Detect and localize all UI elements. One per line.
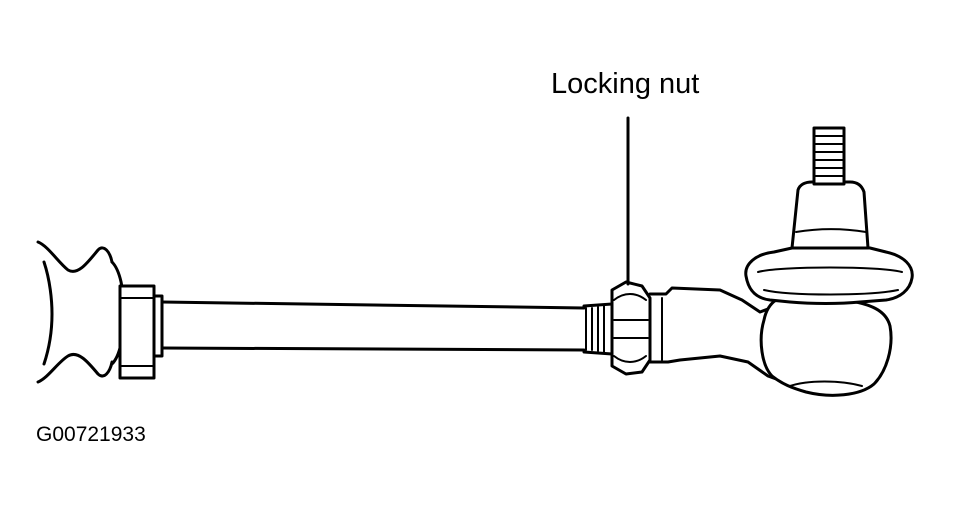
locking-nut-label: Locking nut	[551, 68, 700, 100]
inner-collar	[118, 284, 164, 380]
figure-id: G00721933	[36, 423, 146, 446]
rubber-boot	[36, 240, 126, 384]
locking-nut	[610, 280, 652, 376]
tie-rod-shaft	[160, 300, 614, 356]
ball-joint-boot	[744, 245, 914, 305]
tie-rod-end	[648, 286, 893, 397]
ball-stud	[790, 126, 870, 250]
